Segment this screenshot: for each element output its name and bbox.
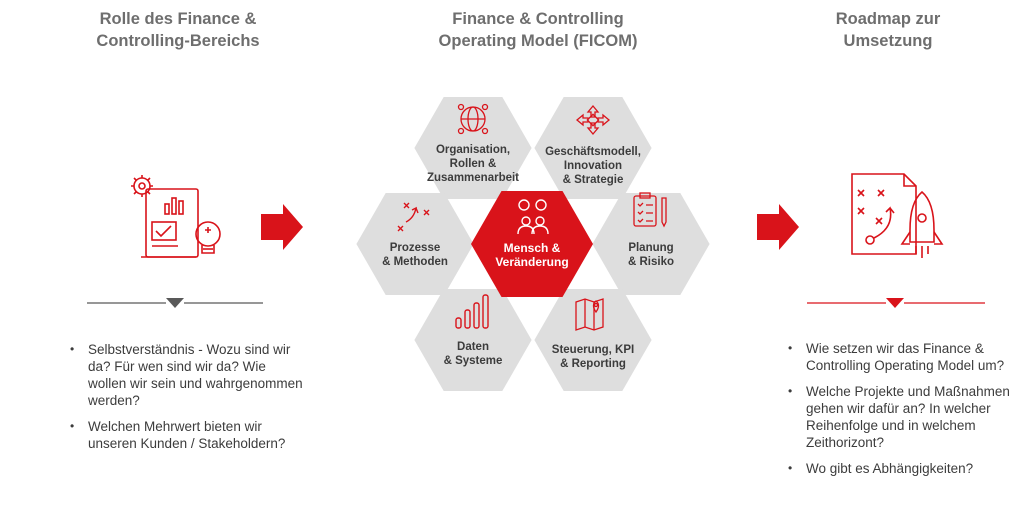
right-bullet-item: Wo gibt es Abhängigkeiten? [786, 460, 1011, 477]
process-path-icon [397, 202, 430, 232]
hex-mid-left [356, 193, 474, 295]
globe-network-icon [457, 103, 489, 135]
hex-top-left-line2: Rollen & [449, 158, 497, 170]
hex-top-left-line1: Organisation, [435, 144, 511, 156]
arrows-diamond-icon [575, 104, 611, 136]
hex-center-line2: Veränderung [495, 255, 569, 269]
hex-label-steuerung: Steuerung, KPI & Reporting [536, 343, 650, 371]
right-divider [807, 298, 985, 308]
left-bullet-list: Selbstverständnis - Wozu sind wir da? Fü… [68, 341, 303, 461]
hex-top-right-line2: Innovation [563, 160, 623, 172]
hex-label-mensch: Mensch & Veränderung [474, 241, 590, 269]
right-column-title: Roadmap zur Umsetzung [768, 8, 1008, 52]
hex-label-geschaeftsmodell: Geschäftsmodell, Innovation & Strategie [536, 145, 650, 187]
hex-label-planung: Planung & Risiko [594, 241, 708, 269]
people-chat-icon [517, 199, 549, 235]
bar-chart-icon [455, 294, 489, 329]
left-title-line1: Rolle des Finance & [99, 10, 257, 28]
hex-top-left-line3: Zusammenarbeit [426, 172, 520, 184]
hex-top-right-line3: & Strategie [562, 174, 624, 186]
hex-center [471, 191, 593, 297]
hex-bottom-right [534, 289, 652, 391]
hex-top-right-line1: Geschäftsmodell, [545, 146, 641, 158]
hex-bottom-left-line2: & Systeme [443, 355, 503, 367]
left-column-title: Rolle des Finance & Controlling-Bereichs [58, 8, 298, 52]
hex-mid-left-line2: & Methoden [382, 256, 448, 268]
hex-mid-right [592, 193, 710, 295]
hex-bottom-left-line1: Daten [457, 341, 489, 353]
right-title-line2: Umsetzung [843, 32, 933, 50]
middle-column-title: Finance & Controlling Operating Model (F… [393, 8, 683, 52]
middle-title-line1: Finance & Controlling [452, 10, 624, 28]
right-bullet-list: Wie setzen wir das Finance & Controlling… [786, 340, 1011, 486]
checklist-pen-icon [633, 192, 667, 228]
hex-mid-left-line1: Prozesse [389, 242, 441, 254]
right-bullet-item: Welche Projekte und Maßnahmen gehen wir … [786, 383, 1011, 451]
middle-title-line2: Operating Model (FICOM) [438, 32, 638, 50]
hex-center-line1: Mensch & [503, 241, 561, 255]
hex-label-organisation: Organisation, Rollen & Zusammenarbeit [416, 143, 530, 185]
hex-mid-right-line2: & Risiko [627, 256, 674, 268]
hex-top-right [534, 97, 652, 199]
left-title-line2: Controlling-Bereichs [96, 32, 260, 50]
hex-label-prozesse: Prozesse & Methoden [358, 241, 472, 269]
left-bullet-item: Welchen Mehrwert bieten wir unseren Kund… [68, 418, 303, 452]
arrow-left-to-middle [261, 204, 303, 250]
hex-bottom-left [414, 289, 532, 391]
hex-mid-right-line1: Planung [628, 242, 674, 254]
right-title-line1: Roadmap zur [835, 10, 941, 28]
hex-label-daten: Daten & Systeme [416, 340, 530, 368]
hex-bottom-right-line2: & Reporting [560, 358, 626, 370]
left-bullet-item: Selbstverständnis - Wozu sind wir da? Fü… [68, 341, 303, 409]
map-pin-icon [575, 298, 604, 331]
hex-bottom-right-line1: Steuerung, KPI [551, 344, 635, 356]
arrow-middle-to-right [757, 204, 799, 250]
finance-dashboard-icon [131, 175, 221, 258]
hex-top-left [414, 97, 532, 199]
right-bullet-item: Wie setzen wir das Finance & Controlling… [786, 340, 1011, 374]
left-divider [87, 298, 263, 308]
strategy-rocket-icon [851, 173, 944, 258]
